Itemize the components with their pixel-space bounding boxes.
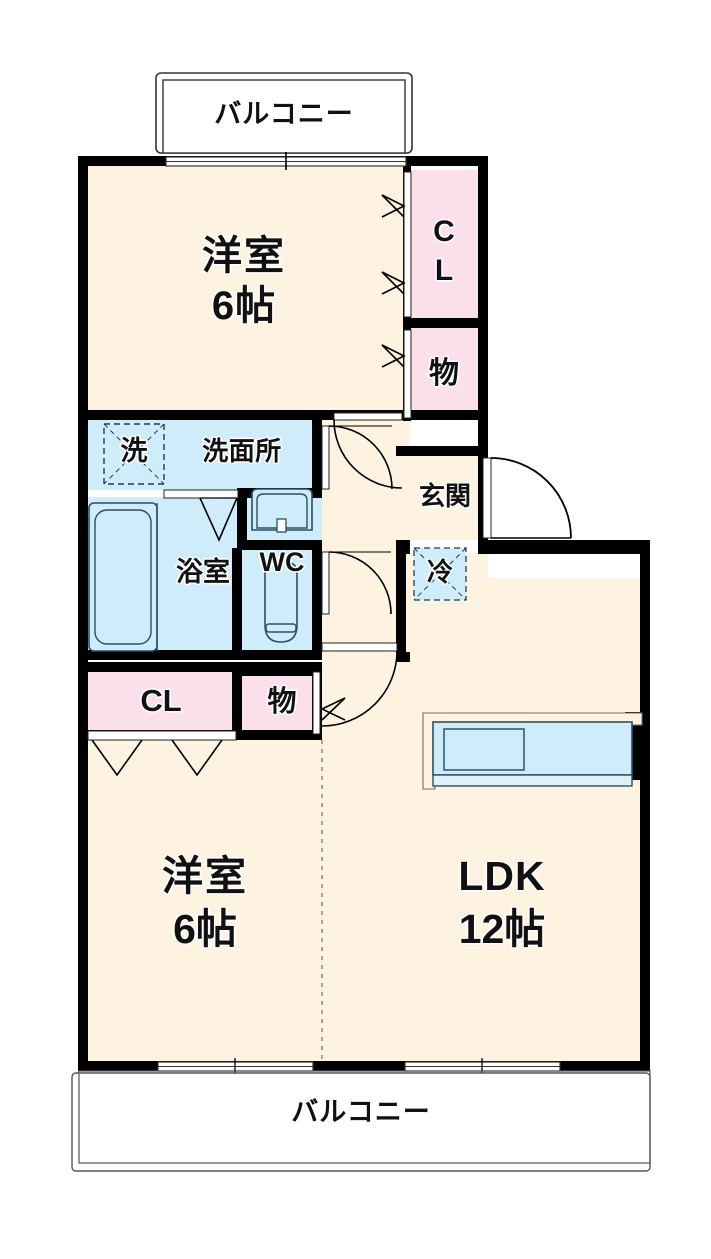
wall-bath-right-upper [237,488,247,550]
wall-bedroom-top-bottom [78,410,410,420]
entrance-door[interactable] [482,457,572,539]
closet-fills [85,170,478,734]
wall-toilet-left [232,548,242,658]
closet-mid-floor [85,672,237,734]
wall-left-water-block [78,410,88,744]
wall-toilet-right [312,548,322,658]
wall-right-lower [640,540,650,1071]
washroom-floor [85,418,322,490]
bedroom-top-closet-sliding-door[interactable] [381,171,412,318]
washer-slot [103,423,165,485]
bedroom-top-entry-door[interactable] [333,412,403,489]
closet-mid-folding-door[interactable] [87,730,237,777]
balcony-top [155,72,413,154]
balcony-top-inner [162,79,406,154]
entrance-floor [403,455,488,540]
wall-bottom-outer [78,1061,650,1071]
bedroom-bottom-floor [85,738,323,1063]
closet-top-floor [410,170,478,318]
ldk-notch-clear [488,553,640,578]
wall-washroom-right [312,418,322,498]
doors [87,171,572,777]
hallway-floor [322,418,410,738]
wall-storage-mid-top-thick [242,662,314,676]
storage-top-floor [410,327,478,419]
toilet-door[interactable] [321,551,392,615]
ldk-floor-main [403,553,640,1063]
bathtub [88,502,158,652]
bedroom-bottom-floor-ext [322,738,404,1063]
wall-closet-storage-divider [403,318,488,328]
balcony-bottom-inner [78,1070,651,1164]
kitchen-counter-edge [432,774,633,787]
wall-ldk-top [478,540,650,554]
bedroom-top-floor [85,163,403,418]
balcony-bottom [71,1070,651,1172]
room-floor-fills [85,163,640,1063]
wall-right-upper [478,156,488,446]
storage-mid-sliding-door[interactable] [312,671,346,735]
wall-entrance-top [396,446,488,456]
kitchen-counter [422,712,643,790]
kitchen-sink [443,728,525,771]
bath-door[interactable] [163,489,239,542]
wall-hallway-corner [396,652,410,662]
bedroom-top-balcony-window[interactable] [165,152,407,170]
wall-washbasin-bottom [237,540,322,550]
wall-mid-closet-divider [232,662,242,734]
storage-mid-floor [242,672,322,734]
wall-storage-top-bottom [403,410,488,420]
wall-hallway-right-lower [396,540,406,662]
hall-to-ldk-door[interactable] [321,642,398,727]
washbasin [251,488,313,533]
wall-water-block-bottom [78,650,322,660]
fixtures [88,423,643,790]
fridge-slot [413,547,467,601]
balcony-bottom-outer [71,1072,651,1172]
toilet-bowl [264,560,298,643]
washroom-door[interactable] [321,425,393,490]
wall-mid-closet-top [78,662,322,672]
bedroom-top-storage-sliding-door[interactable] [381,329,412,419]
